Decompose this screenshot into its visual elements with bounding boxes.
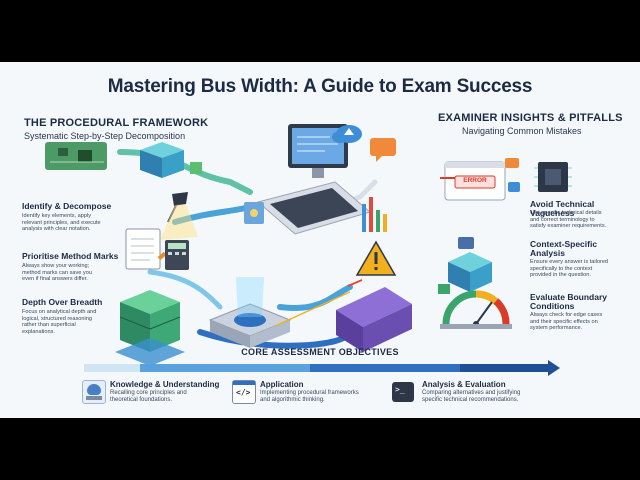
code-window-icon: </> bbox=[232, 380, 256, 404]
calculator-icon bbox=[165, 240, 189, 270]
chart-icon bbox=[362, 197, 387, 232]
page-title: Mastering Bus Width: A Guide to Exam Suc… bbox=[107, 76, 533, 97]
left-item-0-title: Identify & Decompose bbox=[22, 201, 112, 211]
illustration-layer bbox=[45, 124, 572, 376]
error-window-icon bbox=[440, 158, 520, 201]
right-item-0-title: Avoid Technical Vagueness bbox=[530, 199, 595, 218]
bus-line-icon bbox=[274, 279, 363, 327]
chip-icon bbox=[534, 162, 572, 192]
speech-bubble-icon bbox=[370, 138, 396, 162]
objective-1-title: Application bbox=[260, 380, 304, 389]
right-section-subheading: Navigating Common Mistakes bbox=[462, 126, 582, 136]
objectives-heading: CORE ASSESSMENT OBJECTIVES bbox=[241, 347, 399, 357]
objective-2-title: Analysis & Evaluation bbox=[422, 380, 506, 389]
cube-icon bbox=[140, 142, 202, 178]
left-section-subheading: Systematic Step-by-Step Decomposition bbox=[24, 131, 186, 141]
cloud-icon bbox=[332, 125, 362, 143]
processor-chip-icon bbox=[208, 277, 292, 348]
terminal-icon: >_ bbox=[392, 382, 414, 402]
left-item-1-desc: Always show your working;method marks ca… bbox=[22, 263, 92, 283]
error-label: ERROR bbox=[463, 177, 487, 184]
objectives-arrow bbox=[84, 360, 560, 376]
left-section-heading: THE PROCEDURAL FRAMEWORK bbox=[24, 117, 209, 129]
gauge-icon bbox=[440, 290, 512, 329]
server-stack-icon bbox=[115, 290, 185, 366]
infographic-frame: Mastering Bus Width: A Guide to Exam Suc… bbox=[0, 62, 640, 418]
purple-block-icon bbox=[336, 287, 412, 352]
left-item-1-title: Prioritise Method Marks bbox=[22, 251, 119, 261]
objective-0-title: Knowledge & Understanding bbox=[110, 380, 220, 389]
lamp-icon bbox=[160, 192, 198, 240]
brain-icon bbox=[82, 380, 106, 404]
circuit-board-icon bbox=[45, 142, 107, 170]
right-section-heading: EXAMINER INSIGHTS & PITFALLS bbox=[438, 112, 623, 124]
notepad-icon bbox=[125, 228, 167, 270]
assembly-cubes-icon bbox=[438, 237, 492, 294]
warning-icon bbox=[355, 240, 397, 276]
left-item-2-title: Depth Over Breadth bbox=[22, 297, 103, 307]
